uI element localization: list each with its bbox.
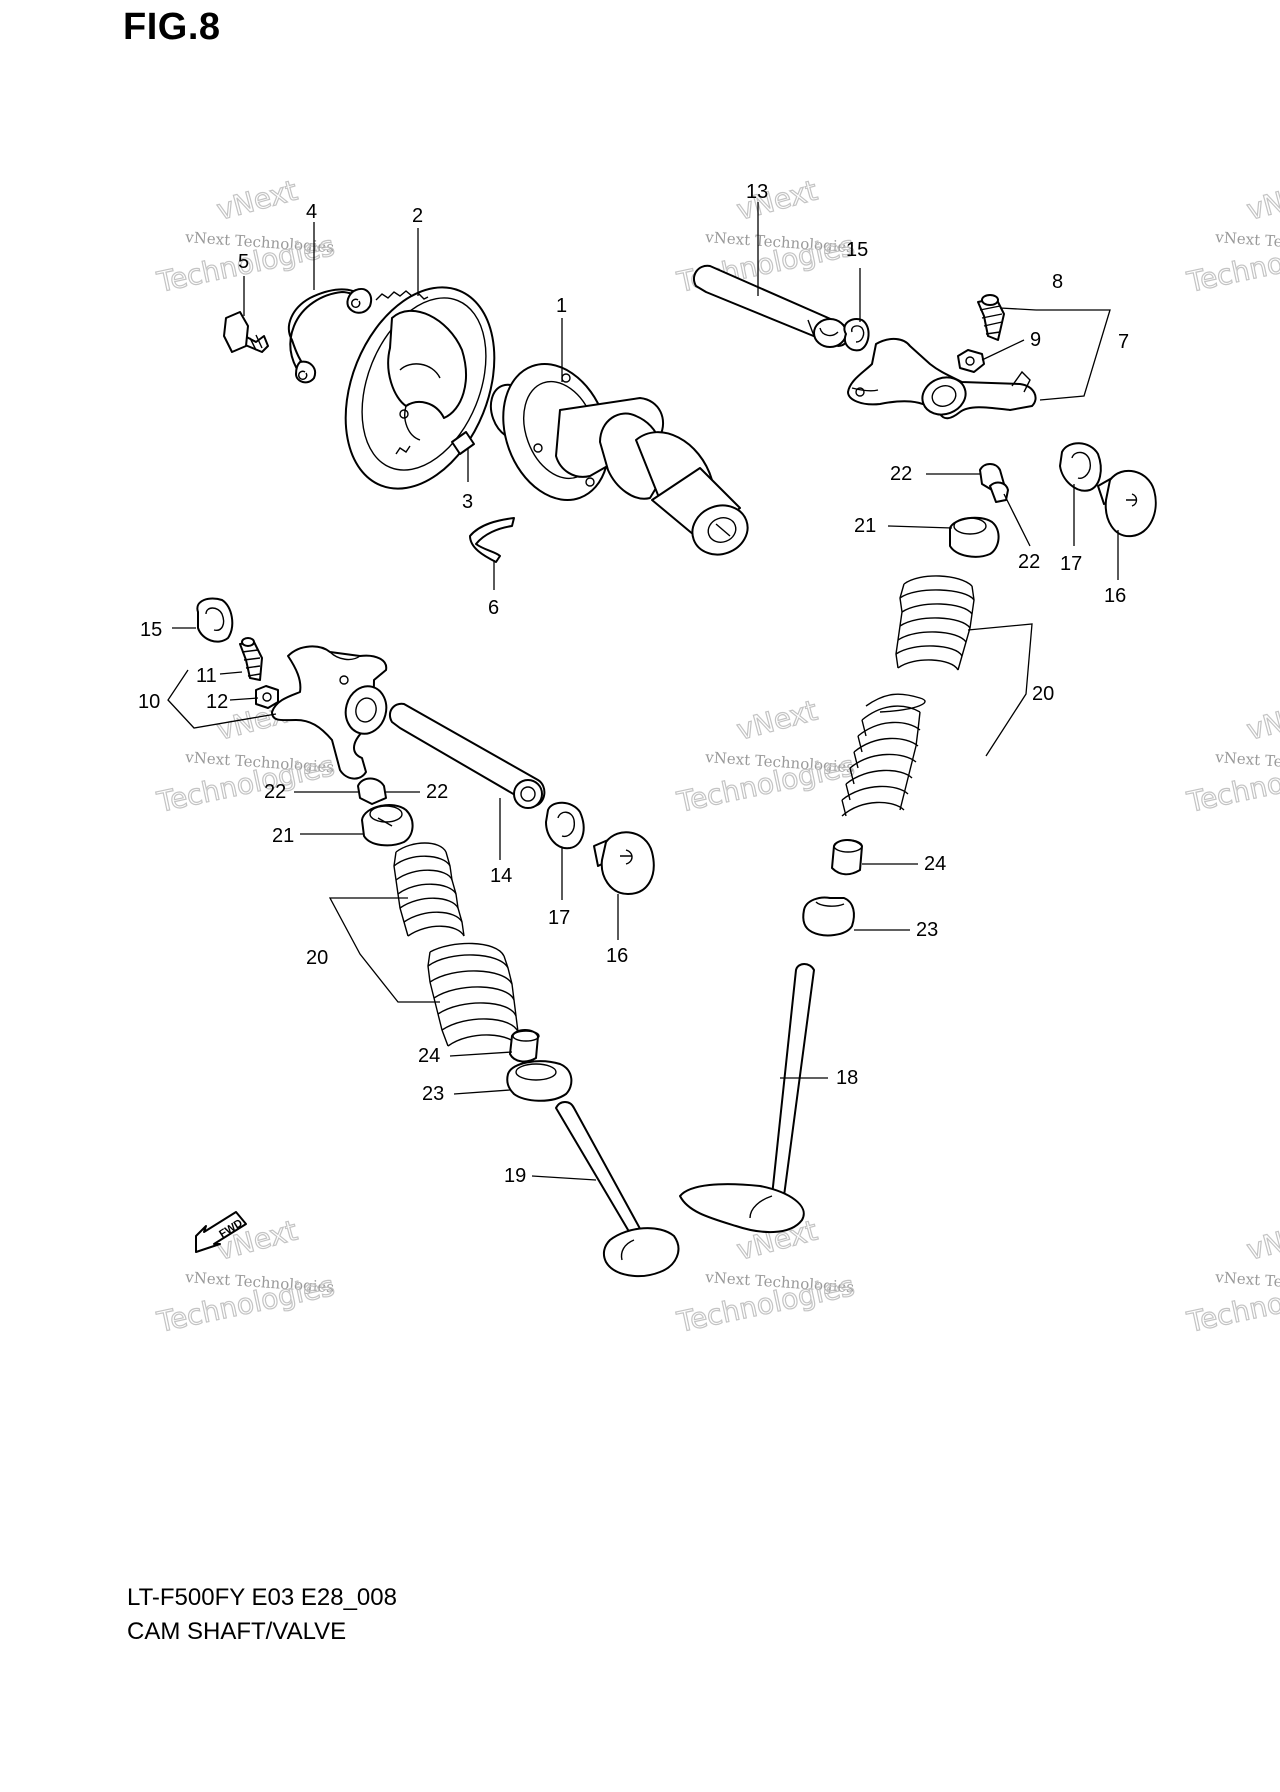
oil-seal-lower-part — [509, 1029, 540, 1063]
callout-7: 7 — [1118, 331, 1129, 353]
callout-9: 9 — [1030, 329, 1041, 351]
watermark-line1: vNext — [1243, 694, 1280, 747]
model-code: LT-F500FY E03 E28_008 — [127, 1584, 397, 1611]
plug-upper-part — [1097, 470, 1157, 538]
callout-23-upper: 23 — [916, 919, 938, 941]
callout-8: 8 — [1052, 271, 1063, 293]
callout-13: 13 — [746, 181, 768, 203]
exhaust-valve-part — [679, 963, 815, 1234]
intake-valve-part — [555, 1101, 680, 1278]
valve-spring-inner-lower-part — [393, 842, 465, 937]
leader-lines — [167, 202, 1119, 1181]
callout-17-upper: 17 — [1060, 553, 1082, 575]
watermark: vNext vNext Technologies Technologies — [153, 1213, 338, 1340]
callout-16-lower: 16 — [606, 945, 628, 967]
watermark-line1: vNext — [1243, 1214, 1280, 1267]
spring-retainer-lower-part — [361, 804, 414, 847]
callout-19: 19 — [504, 1165, 526, 1187]
rocker-arm-lower-part — [271, 645, 388, 780]
seal-washer-lower-part — [545, 801, 585, 850]
o-ring-lower-part — [196, 597, 234, 643]
callout-16-upper: 16 — [1104, 585, 1126, 607]
callout-22-upper-left: 22 — [890, 463, 912, 485]
rocker-shaft-lower-part — [388, 702, 546, 809]
callout-3: 3 — [462, 491, 473, 513]
lock-nut-lower-part — [255, 685, 279, 709]
plug-lower-part — [593, 831, 655, 895]
callout-20-lower: 20 — [306, 947, 328, 969]
callout-24-lower: 24 — [418, 1045, 440, 1067]
watermark: vNext vNext Technologies Technologies — [1183, 1213, 1280, 1340]
dowel-pin-part — [451, 431, 475, 455]
watermark: vNext vNext Technologies Technologies — [673, 693, 858, 820]
seal-washer-upper-part — [1059, 442, 1102, 492]
assembly-name: CAM SHAFT/VALVE — [127, 1618, 347, 1645]
rocker-arm-upper-part — [847, 338, 1037, 420]
callout-22-upper-right: 22 — [1018, 551, 1040, 573]
callout-labels: 1 2 3 4 5 6 7 8 9 13 15 22 22 21 17 16 1… — [138, 181, 1129, 1187]
lock-nut-upper-part — [957, 349, 985, 373]
callout-20-upper: 20 — [1032, 683, 1054, 705]
callout-22-lower-left: 22 — [264, 781, 286, 803]
callout-10: 10 — [138, 691, 160, 713]
callout-11: 11 — [196, 665, 217, 687]
spring-seat-lower-part — [506, 1060, 573, 1102]
watermark-line1: vNext — [213, 174, 301, 227]
valve-spring-inner-upper-part — [895, 575, 975, 671]
rocker-shaft-upper-part — [692, 264, 850, 348]
valve-cotter-upper-part — [979, 463, 1009, 503]
callout-21-lower: 21 — [272, 825, 294, 847]
watermark: vNext vNext Technologies Technologies — [1183, 693, 1280, 820]
spring-retainer-upper-part — [949, 516, 1000, 558]
callout-14: 14 — [490, 865, 512, 887]
callout-2: 2 — [412, 205, 423, 227]
callout-24-upper: 24 — [924, 853, 946, 875]
spring-seat-upper-part — [802, 896, 855, 937]
callout-4: 4 — [306, 201, 317, 223]
valve-spring-outer-upper-part — [841, 693, 926, 817]
callout-5: 5 — [238, 251, 249, 273]
watermark-line1: vNext — [1243, 174, 1280, 227]
callout-23-lower: 23 — [422, 1083, 444, 1105]
oil-seal-upper-part — [831, 839, 863, 876]
figure-title: FIG.8 — [123, 6, 221, 48]
adjusting-screw-upper-part — [977, 294, 1005, 341]
watermark: vNext vNext Technologies Technologies — [1183, 173, 1280, 300]
callout-22-lower-right: 22 — [426, 781, 448, 803]
callout-1: 1 — [556, 295, 567, 317]
bolt-part — [223, 311, 269, 353]
callout-15-lower: 15 — [140, 619, 162, 641]
watermark: vNext vNext Technologies Technologies — [153, 173, 338, 300]
valve-spring-outer-lower-part — [427, 942, 521, 1049]
camshaft-part — [489, 363, 749, 556]
valve-cotter-lower-part — [357, 777, 387, 805]
callout-17-lower: 17 — [548, 907, 570, 929]
callout-21-upper: 21 — [854, 515, 876, 537]
callout-6: 6 — [488, 597, 499, 619]
adjusting-screw-lower-part — [239, 637, 263, 681]
callout-15-upper: 15 — [846, 239, 868, 261]
retainer-plate-part — [287, 288, 372, 384]
o-ring-upper-part — [843, 318, 870, 352]
watermarks: vNext vNext Technologies Technologies vN… — [153, 173, 1280, 1340]
watermark-line1: vNext — [733, 694, 821, 747]
clip-part — [469, 517, 515, 563]
callout-18: 18 — [836, 1067, 858, 1089]
callout-12: 12 — [206, 691, 228, 713]
